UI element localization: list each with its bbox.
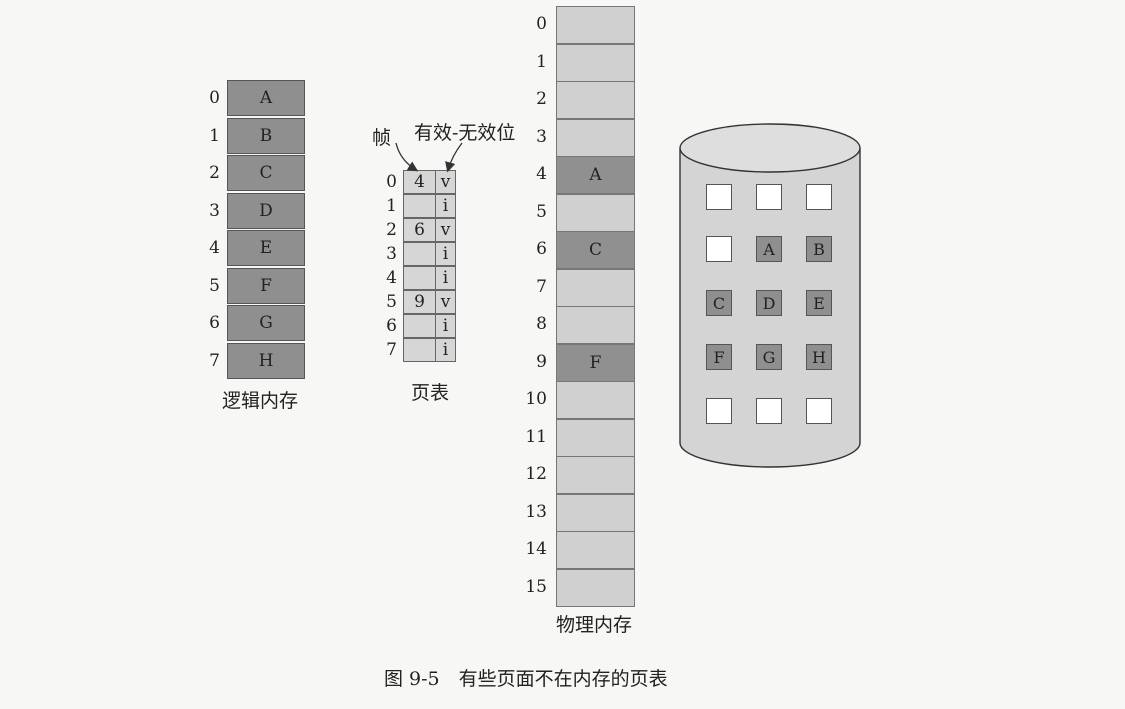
valid-invalid-label: 有效-无效位 (414, 122, 516, 144)
logical-page-index: 5 (209, 275, 220, 296)
physical-frame (556, 193, 635, 232)
disk-block: D (756, 290, 782, 316)
frame-index: 5 (536, 201, 547, 222)
disk-block: C (706, 290, 732, 316)
disk-block (806, 184, 832, 210)
frame-index: 13 (525, 501, 547, 522)
physical-frame (556, 306, 635, 344)
logical-page: H (227, 342, 305, 379)
page-table-index: 3 (386, 244, 397, 264)
frame-index: 11 (525, 426, 547, 447)
page-table-valid-bit: i (435, 338, 456, 362)
logical-page: D (227, 192, 305, 229)
frame-label: 帧 (372, 127, 392, 149)
physical-frame (556, 493, 635, 532)
logical-page: E (227, 230, 305, 266)
physical-frame: A (556, 156, 635, 194)
page-table-valid-bit: v (435, 290, 456, 314)
physical-frame (556, 418, 635, 457)
physical-frame (556, 118, 635, 157)
physical-frame (556, 456, 635, 494)
frame-arrow (395, 142, 419, 172)
page-table-index: 6 (386, 316, 397, 336)
physical-frame (556, 381, 635, 419)
frame-index: 9 (536, 351, 547, 372)
logical-page-index: 2 (209, 163, 220, 183)
frame-index: 1 (536, 51, 547, 72)
logical-page: A (227, 80, 305, 116)
frame-index: 3 (536, 126, 547, 147)
page-table-frame: 4 (403, 170, 436, 194)
physical-frame: C (556, 231, 635, 269)
page-table-index: 7 (386, 340, 397, 360)
frame-index: 8 (536, 314, 547, 334)
disk-block (756, 184, 782, 210)
frame-index: 0 (536, 14, 547, 34)
logical-page-index: 4 (209, 238, 220, 258)
valid-bit-arrow (445, 142, 463, 173)
logical-page: C (227, 155, 305, 191)
page-table-valid-bit: i (435, 194, 456, 218)
frame-index: 6 (536, 239, 547, 259)
logical-page: B (227, 117, 305, 154)
frame-index: 12 (525, 464, 547, 484)
frame-index: 4 (536, 164, 547, 184)
page-table-valid-bit: v (435, 170, 456, 194)
physical-frame: F (556, 343, 635, 382)
logical-page-index: 1 (209, 125, 220, 146)
figure-caption: 图 9-5 有些页面不在内存的页表 (384, 668, 668, 690)
page-table-index: 4 (386, 268, 397, 288)
frame-index: 14 (525, 539, 547, 559)
logical-page-index: 0 (209, 88, 220, 108)
logical-memory-caption: 逻辑内存 (222, 390, 299, 412)
page-table-valid-bit: i (435, 314, 456, 338)
disk-block (706, 184, 732, 210)
logical-page: G (227, 305, 305, 341)
disk-block: F (706, 344, 732, 370)
physical-frame (556, 43, 635, 82)
frame-index: 15 (525, 576, 547, 597)
page-table-frame (403, 242, 436, 266)
page-table-index: 5 (386, 292, 397, 312)
physical-frame (556, 268, 635, 307)
logical-page-index: 7 (209, 350, 220, 371)
page-table-index: 2 (386, 220, 397, 240)
page-table-frame (403, 314, 436, 338)
logical-page: F (227, 267, 305, 304)
physical-memory-caption: 物理内存 (556, 614, 633, 636)
logical-page-index: 3 (209, 200, 220, 221)
page-table-valid-bit: i (435, 242, 456, 266)
disk-block: G (756, 344, 782, 370)
disk-block: H (806, 344, 832, 370)
logical-page-index: 6 (209, 313, 220, 333)
disk-block (756, 398, 782, 424)
frame-index: 2 (536, 89, 547, 109)
page-table-valid-bit: i (435, 266, 456, 290)
disk-block: E (806, 290, 832, 316)
disk-block (706, 236, 732, 262)
disk-block (806, 398, 832, 424)
disk-block: B (806, 236, 832, 262)
page-table-index: 0 (386, 172, 397, 192)
page-table-valid-bit: v (435, 218, 456, 242)
page-table-index: 1 (386, 196, 397, 216)
physical-frame (556, 6, 635, 44)
frame-index: 10 (525, 389, 547, 409)
frame-index: 7 (536, 276, 547, 297)
page-table-caption: 页表 (411, 382, 450, 404)
physical-frame (556, 568, 635, 607)
physical-frame (556, 81, 635, 119)
disk-block (706, 398, 732, 424)
disk-block: A (756, 236, 782, 262)
physical-frame (556, 531, 635, 569)
